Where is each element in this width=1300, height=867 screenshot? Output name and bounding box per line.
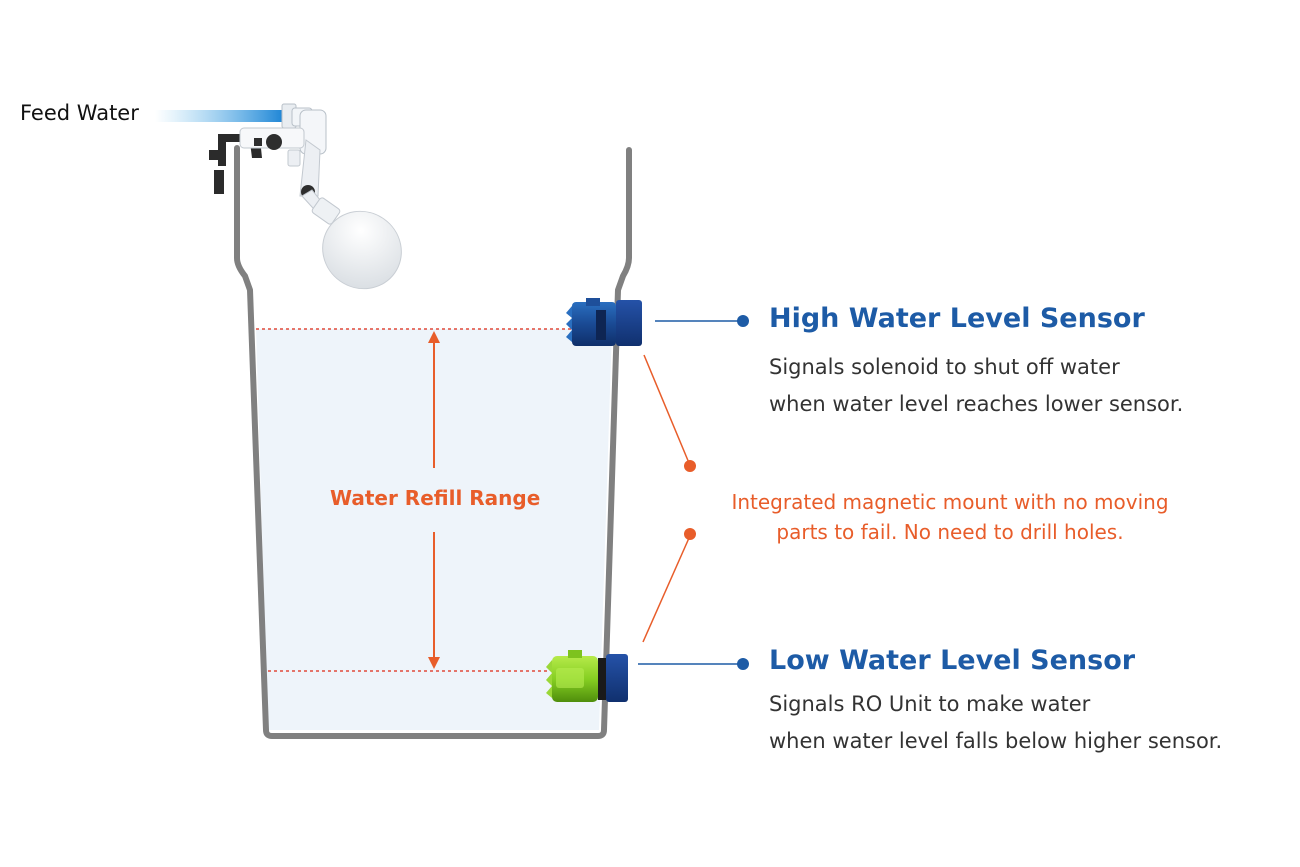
low-sensor-icon bbox=[546, 650, 628, 702]
mount-callout-leaders bbox=[642, 354, 696, 643]
mount-note-line-2: parts to fail. No need to drill holes. bbox=[776, 520, 1124, 544]
tank-outline bbox=[234, 145, 632, 739]
low-sensor-title: Low Water Level Sensor bbox=[769, 645, 1136, 676]
high-sensor-leader bbox=[655, 315, 749, 327]
low-sensor-description: Signals RO Unit to make water when water… bbox=[769, 686, 1222, 760]
high-sensor-desc-line-1: Signals solenoid to shut off water bbox=[769, 355, 1120, 379]
high-sensor-description: Signals solenoid to shut off water when … bbox=[769, 349, 1183, 423]
mount-note: Integrated magnetic mount with no moving… bbox=[700, 487, 1200, 547]
low-sensor-leader bbox=[638, 658, 749, 670]
feed-water-line bbox=[155, 110, 283, 122]
float-valve-icon bbox=[209, 103, 402, 290]
high-sensor-desc-line-2: when water level reaches lower sensor. bbox=[769, 392, 1184, 416]
mount-note-line-1: Integrated magnetic mount with no moving bbox=[731, 490, 1169, 514]
low-sensor-desc-line-2: when water level falls below higher sens… bbox=[769, 729, 1223, 753]
water-fill bbox=[256, 329, 612, 730]
refill-range-arrow bbox=[428, 331, 440, 669]
low-sensor-desc-line-1: Signals RO Unit to make water bbox=[769, 692, 1091, 716]
feed-water-label: Feed Water bbox=[20, 101, 139, 125]
high-sensor-title: High Water Level Sensor bbox=[769, 303, 1145, 334]
refill-range-label: Water Refill Range bbox=[330, 486, 541, 510]
high-sensor-icon bbox=[566, 298, 642, 346]
